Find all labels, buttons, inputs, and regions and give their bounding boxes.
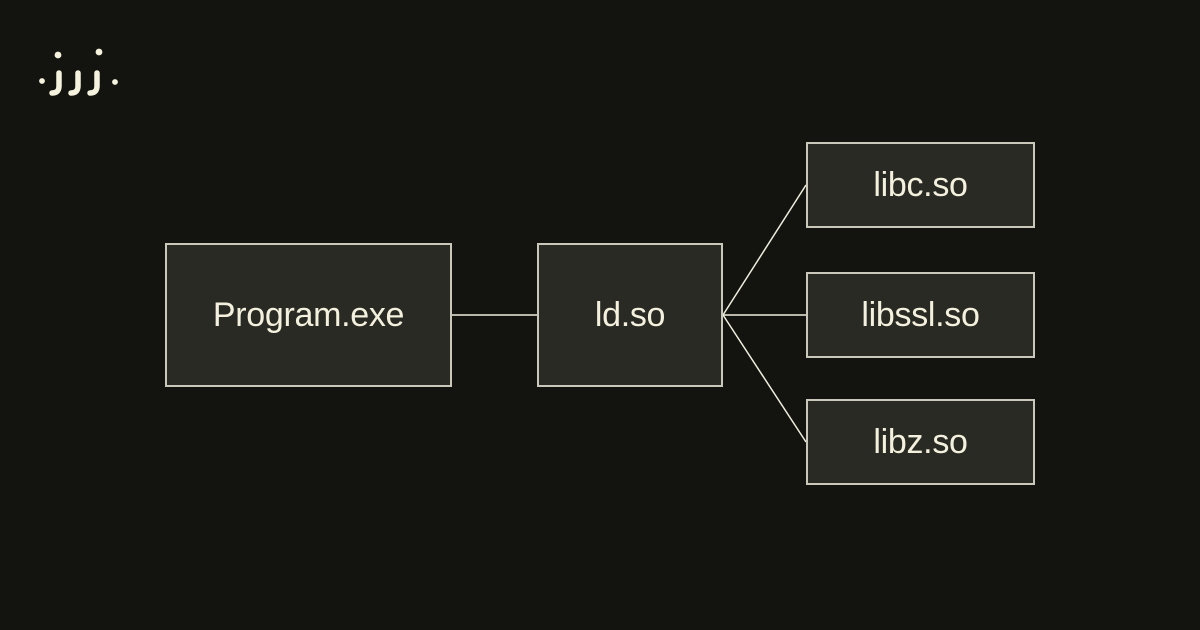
node-program-exe-label: Program.exe — [212, 295, 405, 334]
brand-logo — [39, 48, 118, 96]
node-program-exe: Program.exe — [165, 243, 452, 387]
logo-dot-mid-right — [112, 79, 118, 85]
node-libz-so: libz.so — [806, 399, 1035, 485]
edge-ld-libc — [722, 184, 807, 316]
logo-comma-1 — [49, 70, 62, 96]
node-libssl-so-label: libssl.so — [861, 295, 980, 334]
node-libc-so: libc.so — [806, 142, 1035, 228]
node-libc-so-label: libc.so — [873, 165, 968, 204]
node-libz-so-label: libz.so — [873, 422, 968, 461]
edge-ld-libz — [722, 314, 807, 443]
logo-comma-2 — [68, 70, 81, 96]
logo-dot-mid-left — [39, 78, 45, 84]
node-ld-so-label: ld.so — [594, 295, 666, 334]
logo-dot-top-left — [54, 51, 62, 59]
node-ld-so: ld.so — [537, 243, 723, 387]
logo-comma-3 — [87, 70, 100, 96]
logo-dot-top-right — [95, 48, 103, 56]
node-libssl-so: libssl.so — [806, 272, 1035, 358]
